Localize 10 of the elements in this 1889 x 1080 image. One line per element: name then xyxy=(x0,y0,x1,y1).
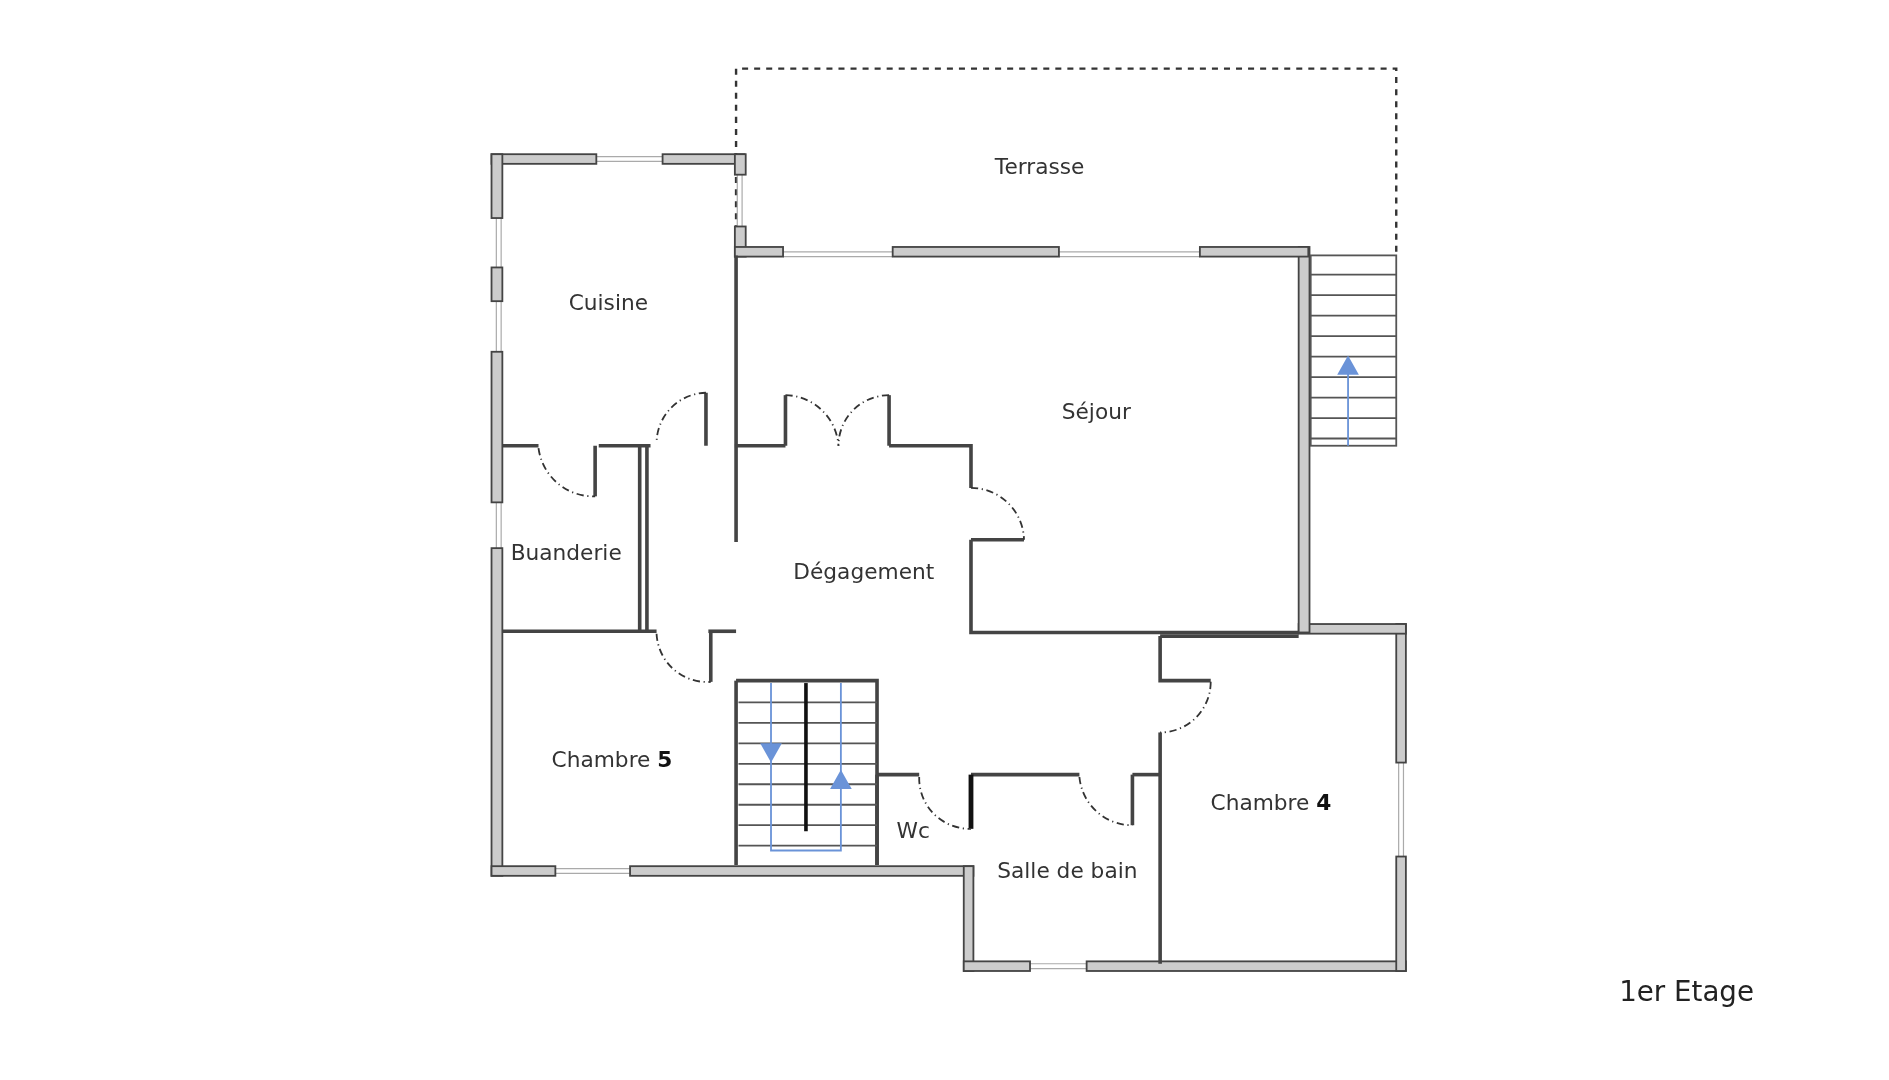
room-label: Cuisine xyxy=(568,289,649,316)
room-label: Terrasse xyxy=(994,153,1085,179)
room-label: Chambre 5 xyxy=(551,746,673,772)
room-label: Dégagement xyxy=(793,558,935,584)
room-label: Wc xyxy=(896,817,930,843)
floor-title: 1er Etage xyxy=(1619,975,1754,1008)
room-label: Salle de bain xyxy=(997,857,1138,883)
room-label: Buanderie xyxy=(510,539,622,565)
room-label: Chambre 4 xyxy=(1210,789,1332,815)
room-label: Séjour xyxy=(1061,398,1131,424)
